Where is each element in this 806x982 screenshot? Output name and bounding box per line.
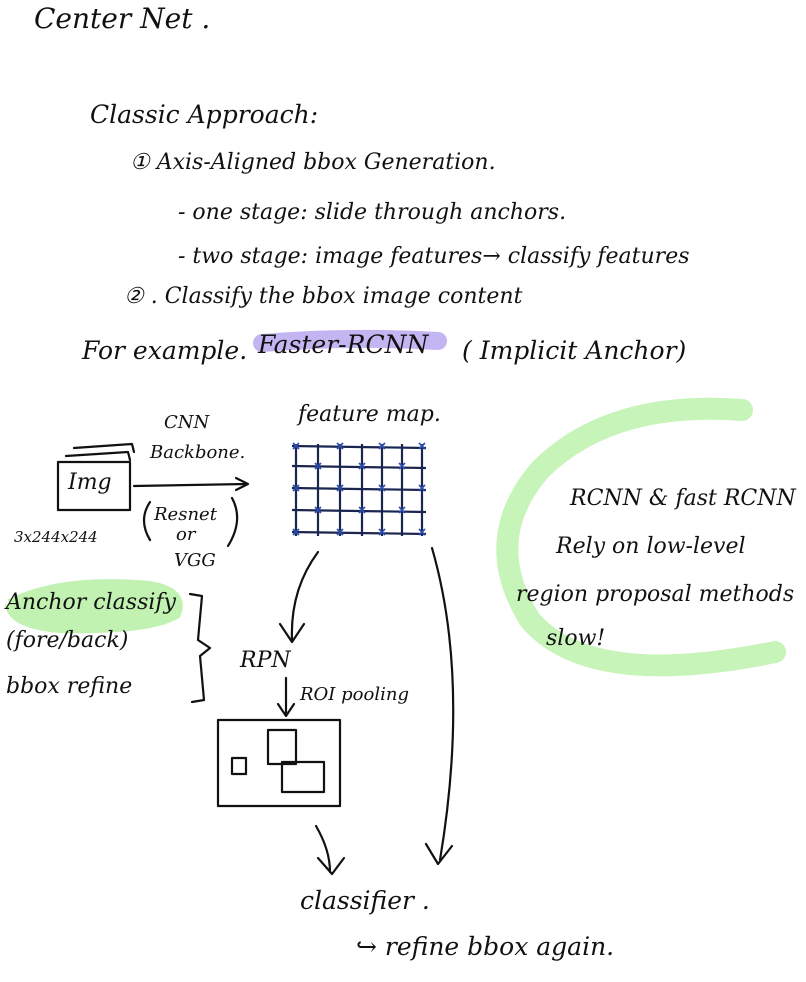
grid-intersection-mark bbox=[378, 442, 386, 450]
classic-item-2: ② . Classify the bbox image content bbox=[124, 284, 523, 309]
grid-intersection-mark bbox=[418, 442, 426, 450]
grid-intersection-mark bbox=[292, 484, 300, 492]
grid-intersection-mark bbox=[292, 442, 300, 450]
vgg-label: VGG bbox=[174, 550, 216, 571]
note-line-3: region proposal methods bbox=[516, 582, 795, 607]
note-line-2: Rely on low-level bbox=[556, 534, 746, 559]
backbone-label: Backbone. bbox=[150, 442, 246, 463]
note-line-1: RCNN & fast RCNN bbox=[570, 486, 796, 511]
feature-map-label: feature map. bbox=[298, 402, 441, 427]
grid-intersection-mark bbox=[398, 462, 406, 470]
roi-box bbox=[216, 718, 342, 808]
classic-heading: Classic Approach: bbox=[90, 100, 319, 129]
arrow-rpn-to-roi bbox=[276, 676, 296, 718]
green-arc bbox=[496, 397, 786, 677]
example-highlight: Faster-RCNN bbox=[258, 330, 429, 359]
classic-item-1-sub-2: - two stage: image features→ classify fe… bbox=[178, 244, 690, 269]
grid-intersection-mark bbox=[292, 528, 300, 536]
grid-intersection-mark bbox=[358, 462, 366, 470]
bbox-refine-label: bbox refine bbox=[6, 674, 133, 699]
grid-intersection-mark bbox=[378, 484, 386, 492]
grid-intersection-mark bbox=[336, 528, 344, 536]
example-prefix: For example. bbox=[82, 336, 248, 365]
anchor-classify-label: Anchor classify bbox=[6, 590, 176, 615]
resnet-right-paren bbox=[226, 496, 239, 548]
classic-item-1-sub-1: - one stage: slide through anchors. bbox=[178, 200, 567, 225]
page-title: Center Net . bbox=[34, 2, 211, 35]
grid-intersection-mark bbox=[314, 462, 322, 470]
grid-intersection-mark bbox=[398, 506, 406, 514]
anchor-bracket bbox=[188, 592, 212, 704]
arrow-to-rpn bbox=[278, 550, 320, 644]
cnn-label: CNN bbox=[164, 412, 210, 433]
classic-item-1: ① Axis-Aligned bbox Generation. bbox=[130, 150, 496, 175]
grid-intersection-mark bbox=[378, 528, 386, 536]
rpn-label: RPN bbox=[240, 648, 291, 673]
refine-again-label: ↪ refine bbox again. bbox=[356, 932, 615, 961]
backbone-arrow bbox=[132, 476, 250, 492]
img-label: Img bbox=[68, 470, 112, 495]
or-label: or bbox=[176, 524, 196, 545]
grid-intersection-mark bbox=[358, 506, 366, 514]
resnet-label: Resnet bbox=[154, 504, 217, 525]
arrow-roi-to-classifier bbox=[314, 824, 346, 876]
image-stack-icon bbox=[56, 442, 136, 512]
grid-intersection-mark bbox=[314, 506, 322, 514]
fore-back-label: (fore/back) bbox=[6, 628, 129, 653]
roi-pooling-label: ROI pooling bbox=[300, 684, 409, 705]
note-line-4: slow! bbox=[546, 626, 606, 651]
green-highlight-anchor bbox=[5, 579, 183, 634]
grid-intersection-mark bbox=[336, 484, 344, 492]
grid-intersection-mark bbox=[418, 528, 426, 536]
feature-map-grid bbox=[291, 444, 427, 536]
img-dims: 3x244x244 bbox=[14, 528, 98, 546]
resnet-left-paren bbox=[142, 500, 152, 542]
arrow-to-classifier-long bbox=[424, 546, 455, 866]
example-suffix: ( Implicit Anchor) bbox=[462, 336, 687, 365]
purple-highlight bbox=[253, 329, 447, 352]
classifier-label: classifier . bbox=[300, 886, 430, 915]
grid-intersection-mark bbox=[336, 442, 344, 450]
grid-intersection-mark bbox=[418, 484, 426, 492]
